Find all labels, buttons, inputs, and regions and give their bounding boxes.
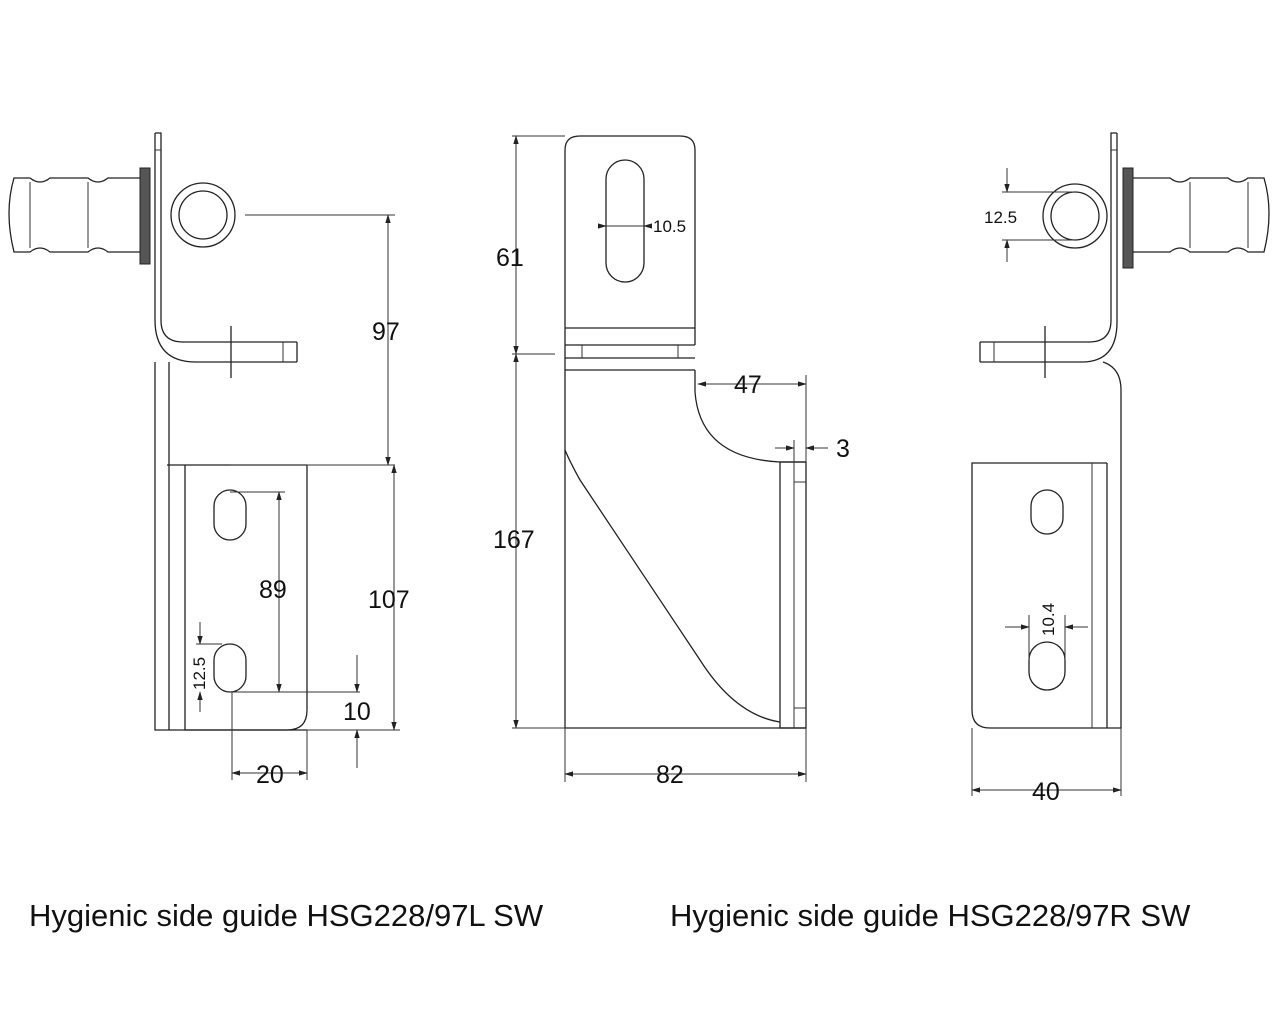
dim-12-5-right: 12.5	[984, 208, 1017, 227]
right-view	[971, 132, 1270, 796]
middle-view	[512, 135, 828, 782]
left-view	[8, 132, 400, 780]
dim-82: 82	[656, 761, 684, 789]
caption-right: Hygienic side guide HSG228/97R SW	[670, 898, 1191, 933]
dim-40: 40	[1032, 778, 1060, 806]
dim-12-5-left: 12.5	[190, 657, 209, 690]
roller-right	[1042, 167, 1270, 269]
caption-left: Hygienic side guide HSG228/97L SW	[29, 898, 544, 933]
dim-20: 20	[256, 761, 284, 789]
dim-47: 47	[734, 371, 762, 399]
dim-97: 97	[372, 318, 400, 346]
dim-10-5: 10.5	[653, 217, 686, 236]
dim-10-4: 10.4	[1039, 603, 1058, 636]
dim-167: 167	[493, 526, 535, 554]
dim-10-left: 10	[343, 698, 371, 726]
dim-89: 89	[259, 576, 287, 604]
roller-left	[8, 167, 236, 265]
dim-3: 3	[836, 435, 850, 463]
dim-107: 107	[368, 586, 410, 614]
dim-61: 61	[496, 244, 524, 272]
